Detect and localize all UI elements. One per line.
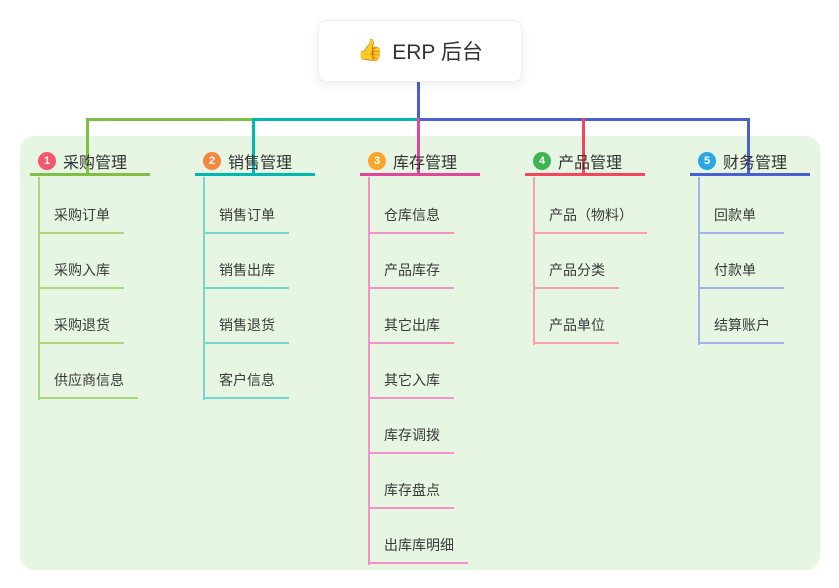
root-topic-erp-backend[interactable]: 👍 ERP 后台: [318, 20, 522, 82]
child-label: 采购入库: [54, 262, 110, 278]
branch-number-badge: 5: [698, 151, 716, 170]
branch-label: 财务管理: [723, 154, 788, 172]
child-label: 采购订单: [54, 207, 110, 223]
child-label: 销售订单: [219, 207, 275, 223]
connector-root-stem: [417, 82, 420, 120]
branch-topic-inventory[interactable]: 3 库存管理: [360, 148, 480, 176]
branch-topic-product[interactable]: 4 产品管理: [525, 148, 645, 176]
branch-number-badge: 1: [38, 151, 56, 170]
branch-label: 库存管理: [393, 154, 458, 172]
child-label: 仓库信息: [384, 207, 440, 223]
child-label: 采购退货: [54, 317, 110, 333]
children-sales: 销售订单 销售出库 销售退货 客户信息: [203, 179, 289, 399]
child-topic[interactable]: 销售退货: [203, 289, 289, 344]
connector-drop-purchase: [86, 118, 89, 176]
child-label: 产品分类: [549, 262, 605, 278]
child-topic[interactable]: 客户信息: [203, 344, 289, 399]
connector-drop-sales: [252, 118, 255, 176]
child-topic[interactable]: 采购入库: [38, 234, 124, 289]
child-topic[interactable]: 库存盘点: [368, 454, 454, 509]
child-label: 结算账户: [714, 317, 770, 333]
child-topic[interactable]: 回款单: [698, 179, 784, 234]
branch-topic-purchase[interactable]: 1 采购管理: [30, 148, 150, 176]
child-topic[interactable]: 产品库存: [368, 234, 454, 289]
child-label: 付款单: [714, 262, 756, 278]
child-label: 产品（物料）: [549, 207, 633, 223]
children-finance: 回款单 付款单 结算账户: [698, 179, 784, 344]
connector-drop-finance: [747, 118, 750, 176]
child-label: 供应商信息: [54, 372, 124, 388]
child-topic[interactable]: 结算账户: [698, 289, 784, 344]
connector-bus-sales: [252, 118, 420, 121]
child-label: 库存调拨: [384, 427, 440, 443]
child-topic[interactable]: 产品分类: [533, 234, 619, 289]
branch-number-badge: 3: [368, 151, 386, 170]
child-label: 库存盘点: [384, 482, 440, 498]
child-label: 其它入库: [384, 372, 440, 388]
child-label: 产品单位: [549, 317, 605, 333]
child-topic[interactable]: 出库库明细: [368, 509, 468, 564]
connector-drop-product: [582, 118, 585, 176]
branch-topic-sales[interactable]: 2 销售管理: [195, 148, 315, 176]
child-topic[interactable]: 付款单: [698, 234, 784, 289]
child-topic[interactable]: 销售出库: [203, 234, 289, 289]
branch-number-badge: 4: [533, 151, 551, 170]
children-product: 产品（物料） 产品分类 产品单位: [533, 179, 647, 344]
rail-product: [533, 177, 535, 345]
child-label: 销售退货: [219, 317, 275, 333]
rail-finance: [698, 177, 700, 345]
child-topic[interactable]: 仓库信息: [368, 179, 454, 234]
branch-label: 采购管理: [63, 154, 128, 172]
children-purchase: 采购订单 采购入库 采购退货 供应商信息: [38, 179, 138, 399]
child-topic[interactable]: 采购退货: [38, 289, 124, 344]
branch-label: 销售管理: [228, 154, 293, 172]
child-label: 产品库存: [384, 262, 440, 278]
branch-topic-finance[interactable]: 5 财务管理: [690, 148, 810, 176]
canvas-panel: [20, 136, 820, 570]
branch-label: 产品管理: [558, 154, 623, 172]
child-topic[interactable]: 产品（物料）: [533, 179, 647, 234]
branch-number-badge: 2: [203, 151, 221, 170]
child-topic[interactable]: 其它入库: [368, 344, 454, 399]
child-topic[interactable]: 库存调拨: [368, 399, 454, 454]
child-label: 销售出库: [219, 262, 275, 278]
child-topic[interactable]: 销售订单: [203, 179, 289, 234]
connector-drop-inventory: [417, 118, 420, 176]
child-label: 其它出库: [384, 317, 440, 333]
child-topic[interactable]: 供应商信息: [38, 344, 138, 399]
connector-bus-purchase: [86, 118, 255, 121]
root-topic-label: ERP 后台: [392, 41, 483, 64]
child-topic[interactable]: 采购订单: [38, 179, 124, 234]
thumbs-up-icon: 👍: [357, 39, 384, 62]
child-label: 客户信息: [219, 372, 275, 388]
child-label: 回款单: [714, 207, 756, 223]
child-topic[interactable]: 产品单位: [533, 289, 619, 344]
child-topic[interactable]: 其它出库: [368, 289, 454, 344]
children-inventory: 仓库信息 产品库存 其它出库 其它入库 库存调拨 库存盘点 出库库明细: [368, 179, 468, 564]
child-label: 出库库明细: [384, 537, 454, 553]
rail-inventory: [368, 177, 370, 565]
